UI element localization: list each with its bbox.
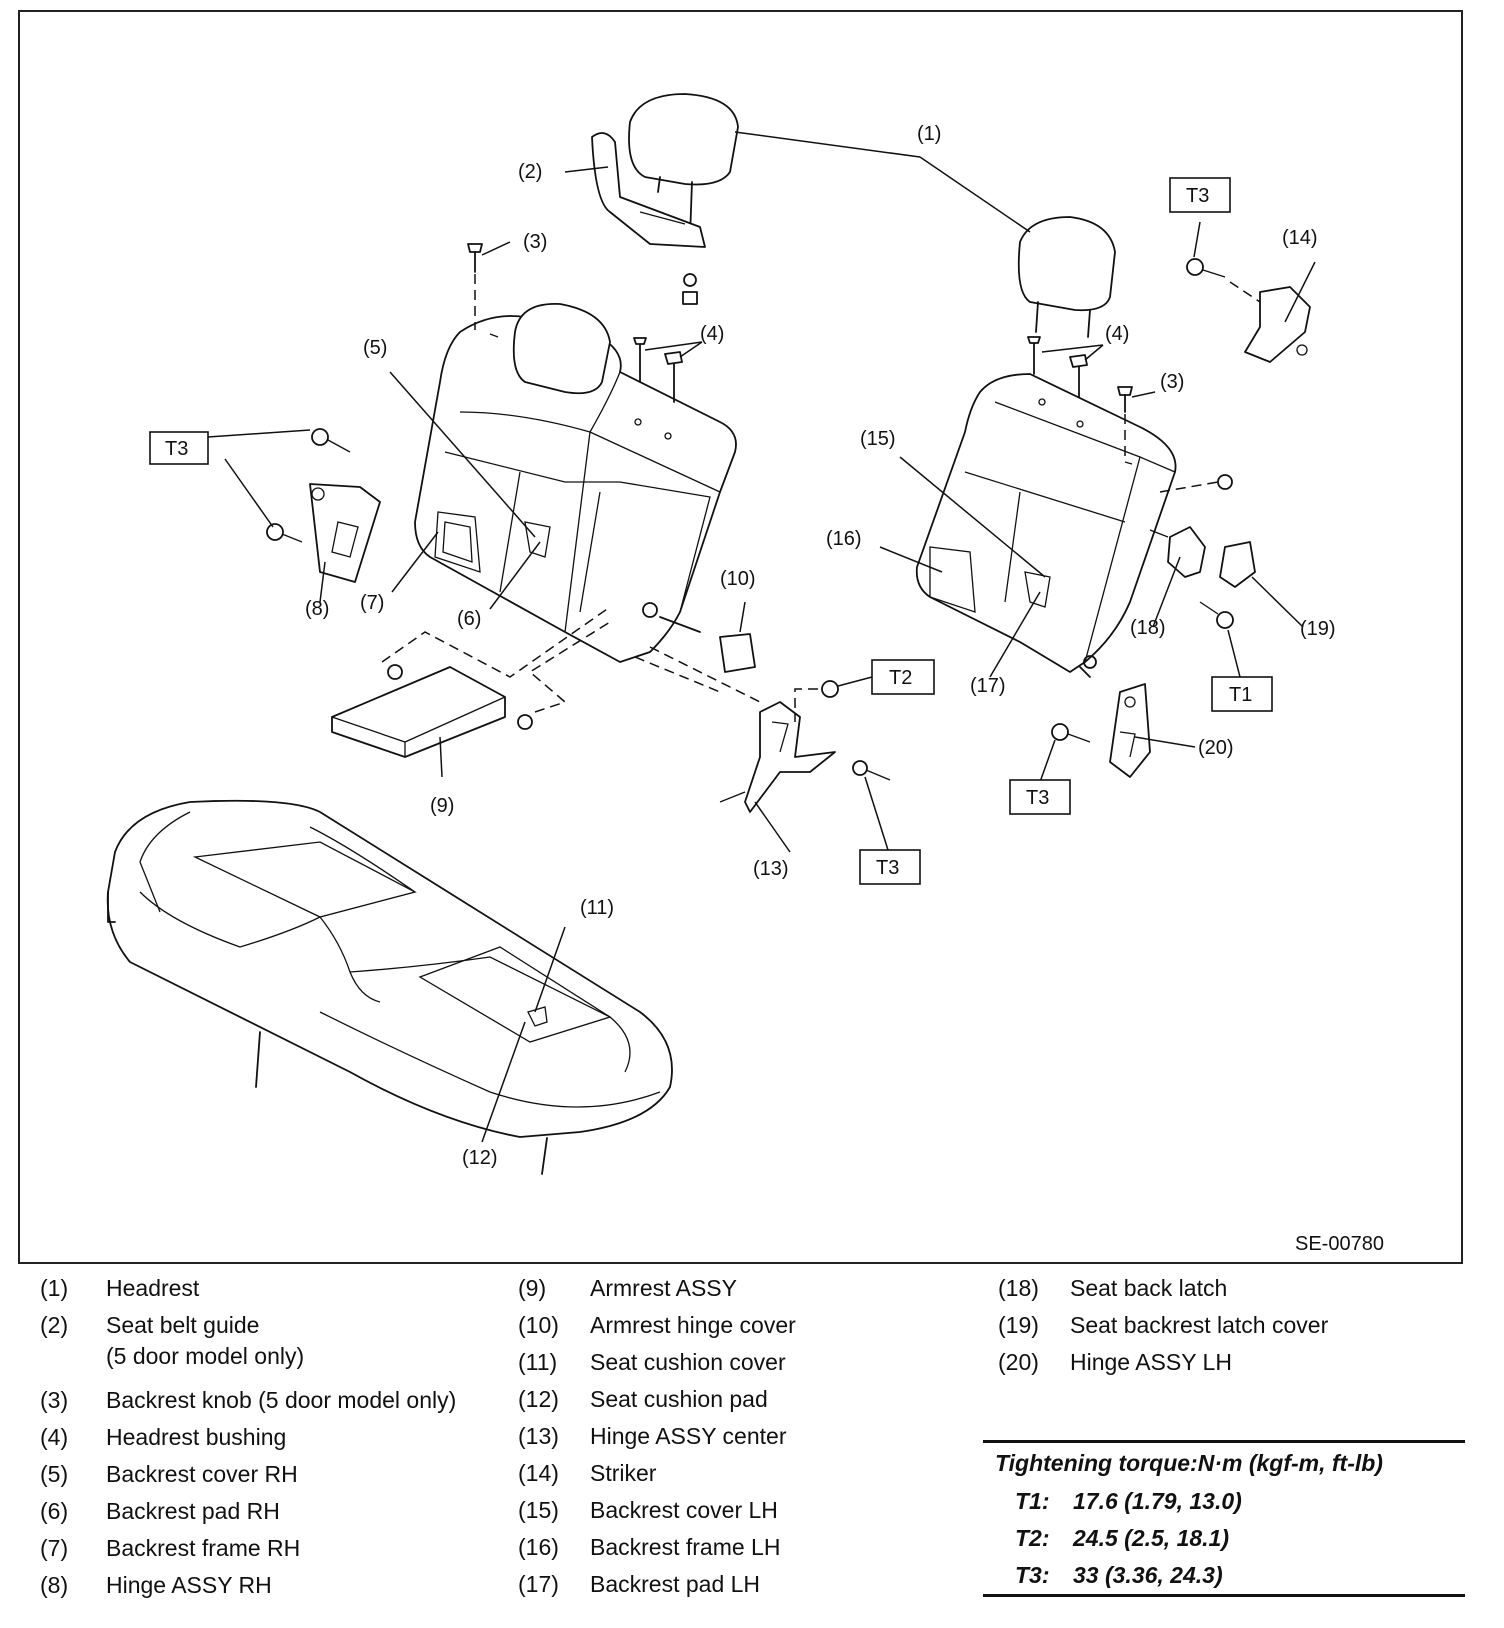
leader-lines [207,131,1316,1143]
torque-tag-t3-center-hinge: T3 [859,849,921,885]
svg-text:T3: T3 [1186,185,1209,207]
callout-3-rh: (3) [523,231,547,253]
callout-20: (20) [1198,737,1234,759]
torque-tag-t3-striker: T3 [1169,177,1231,213]
callout-18: (18) [1130,617,1166,639]
torque-row-t1: T1:17.6 (1.79, 13.0) [1015,1488,1242,1514]
torque-specification-box: Tightening torque:N·m (kgf-m, ft-lb) T1:… [983,1440,1465,1597]
seat-cushion-drawing [106,799,673,1175]
callout-8: (8) [305,598,329,620]
callout-5: (5) [363,337,387,359]
svg-text:T3: T3 [876,857,899,879]
callout-4-rh: (4) [700,323,724,345]
armrest-drawing [331,606,611,758]
diagram-drawing: (1) (2) (3) (3) (4) (4) (5) (6) (7) (8) … [106,93,1384,1255]
callout-10: (10) [720,568,756,590]
callout-4-lh: (4) [1105,323,1129,345]
torque-row-t2: T2:24.5 (2.5, 18.1) [1015,1525,1229,1551]
torque-tag-t1: T1 [1211,676,1273,712]
figure-code: SE-00780 [1295,1233,1384,1255]
callout-2: (2) [518,161,542,183]
callout-11: (11) [580,897,614,919]
hinge-center-drawing [649,646,891,813]
armrest-hinge-cover-drawing [642,602,756,673]
callout-7: (7) [360,592,384,614]
callout-14: (14) [1282,227,1318,249]
backrest-lh-drawing [915,216,1177,678]
svg-text:T2: T2 [889,667,912,689]
backrest-knob-drawing [467,243,1133,462]
headrest-drawing [628,93,739,238]
svg-text:T1: T1 [1229,684,1252,706]
callout-13: (13) [753,858,789,880]
torque-tags: T3 T3 T3 T3 T2 T1 [149,177,1273,885]
backrest-rh-drawing [414,303,737,663]
torque-tag-t2: T2 [871,659,935,695]
exploded-diagram: (1) (2) (3) (3) (4) (4) (5) (6) (7) (8) … [18,10,1463,1264]
callout-17: (17) [970,675,1006,697]
callout-9: (9) [430,795,454,817]
torque-row-t3: T3:33 (3.36, 24.3) [1015,1562,1223,1588]
callout-19: (19) [1300,618,1336,640]
callout-16: (16) [826,528,862,550]
callout-15: (15) [860,428,896,450]
torque-title: Tightening torque:N·m (kgf-m, ft-lb) [995,1450,1383,1476]
callout-6: (6) [457,608,481,630]
callout-12: (12) [462,1147,498,1169]
hinge-rh-drawing [266,428,381,583]
seat-belt-guide-drawing [591,132,706,305]
hinge-lh-drawing [634,656,1151,778]
headrest-bushing-drawing [633,336,1088,403]
callout-3-lh: (3) [1160,371,1184,393]
svg-text:T3: T3 [165,438,188,460]
torque-tag-t3-lh-hinge: T3 [1009,779,1071,815]
callout-labels: (1) (2) (3) (3) (4) (4) (5) (6) (7) (8) … [305,123,1336,1169]
torque-tag-t3-rh-hinge: T3 [149,431,209,465]
svg-text:T3: T3 [1026,787,1049,809]
callout-1: (1) [917,123,941,145]
